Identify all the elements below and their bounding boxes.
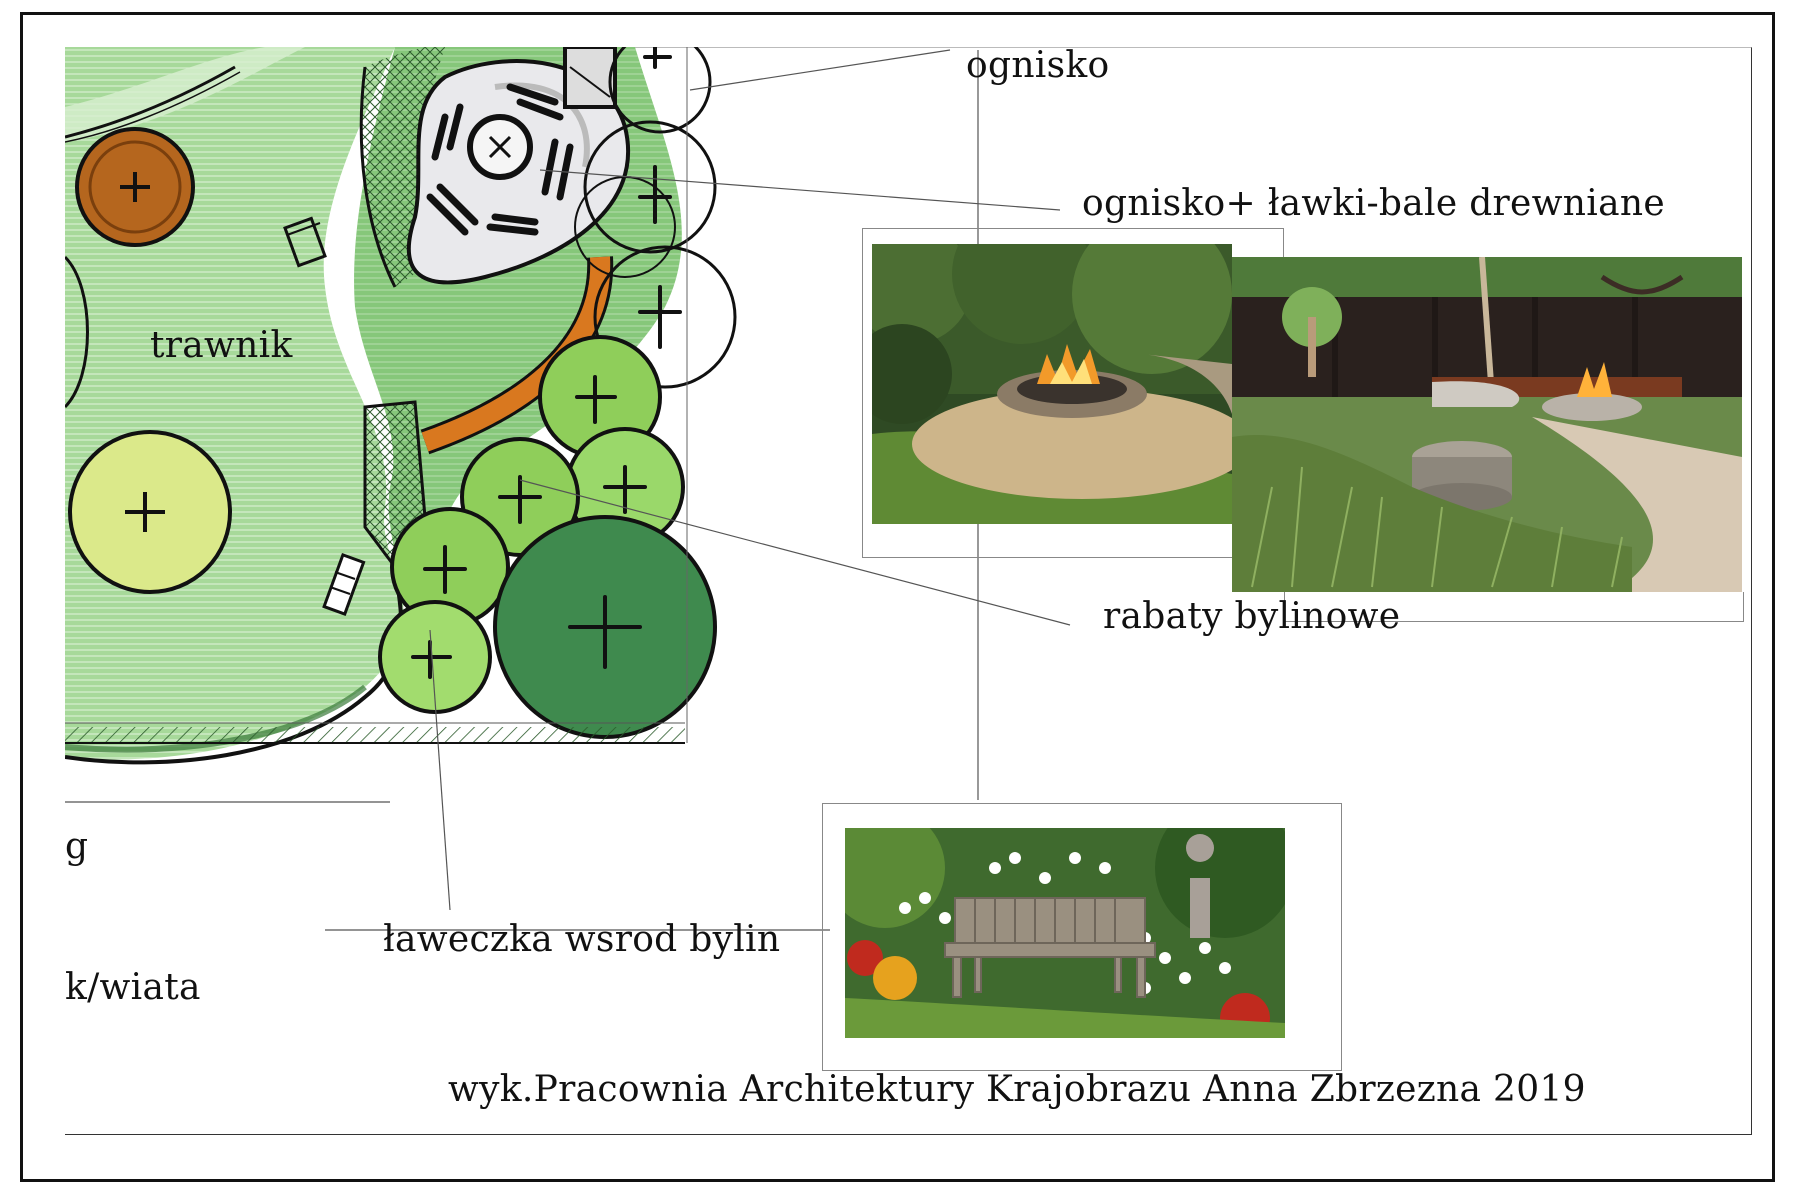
label-g: g	[65, 826, 89, 867]
photo-bench	[845, 828, 1285, 1038]
label-ognisko: ognisko	[966, 45, 1110, 86]
sheet-border	[65, 47, 1752, 1135]
photo-firepit	[872, 244, 1232, 524]
photo-modern-firepit	[1232, 257, 1742, 592]
photo-frame-modern-outline	[1284, 592, 1744, 622]
label-rabaty: rabaty bylinowe	[1103, 596, 1401, 637]
label-laweczka: ławeczka wsrod bylin	[383, 919, 781, 960]
label-trawnik: trawnik	[150, 325, 293, 366]
garden-plan-sketch	[65, 47, 737, 803]
credit-line: wyk.Pracownia Architektury Krajobrazu An…	[448, 1069, 1586, 1110]
tree-brown	[75, 127, 195, 247]
perennial-shrubs	[378, 335, 717, 739]
photo-frame-bench	[822, 803, 1342, 1071]
outer-frame	[20, 12, 1775, 1182]
tree-yellow	[68, 430, 232, 594]
label-wiata: k/wiata	[65, 967, 201, 1008]
label-ognisko-lawki: ognisko+ ławki-bale drewniane	[1082, 183, 1665, 224]
